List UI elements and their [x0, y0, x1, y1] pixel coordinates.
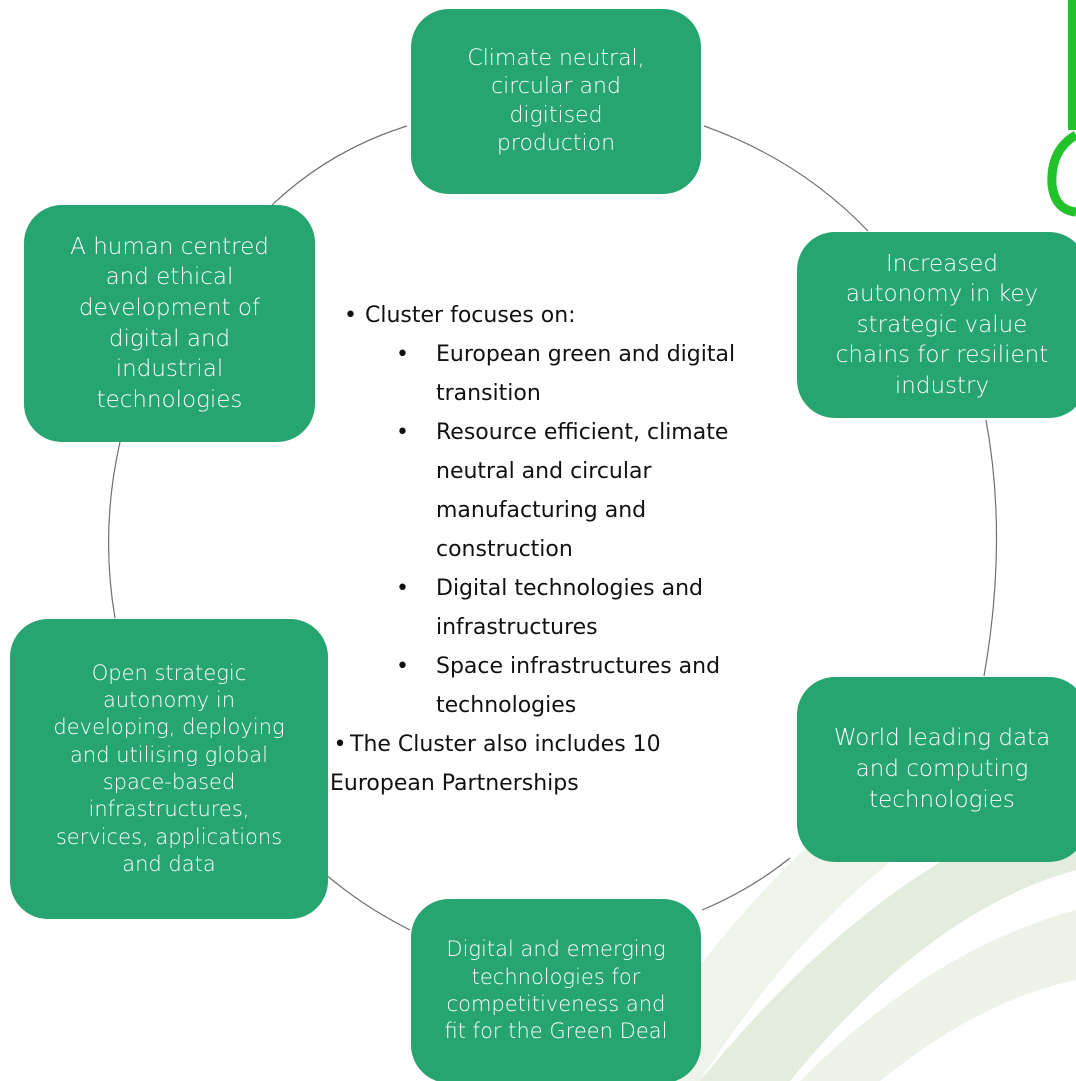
cluster-focus-text: • Cluster focuses on: • European green and… — [330, 296, 800, 803]
cycle-node-emerging-technologies-green-deal: Digital and emerging technologies for co… — [411, 899, 701, 1081]
partnerships-line: The Cluster also includes 10 — [350, 732, 661, 757]
bullet-marker: • — [396, 576, 409, 601]
bullet-marker: • — [396, 420, 409, 445]
cycle-node-human-centred-development: A human centred and ethical development … — [24, 205, 315, 442]
cycle-arc — [317, 867, 411, 931]
focus-item-line: manufacturing and — [436, 498, 647, 523]
focus-item-line: transition — [436, 381, 541, 406]
bullet-marker: • — [344, 303, 357, 328]
focus-item-line: technologies — [436, 693, 577, 718]
focus-item: • Space infrastructures and technologies — [330, 647, 800, 725]
focus-heading: • Cluster focuses on: — [330, 296, 800, 335]
focus-item-line: European green and digital — [436, 342, 736, 367]
cycle-arc — [271, 125, 408, 206]
focus-item-line: Digital technologies and — [436, 576, 703, 601]
focus-item: • Digital technologies and infrastructure… — [330, 569, 800, 647]
focus-item-line: construction — [436, 537, 573, 562]
focus-item: • European green and digital transition — [330, 335, 800, 413]
partnerships-note: •The Cluster also includes 10 European P… — [330, 725, 800, 803]
cycle-arc — [701, 857, 791, 911]
bullet-marker: • — [333, 732, 347, 757]
focus-heading-text: Cluster focuses on: — [365, 303, 576, 328]
focus-item-line: Space infrastructures and — [436, 654, 721, 679]
focus-item: • Resource efficient, climate neutral and… — [330, 413, 800, 569]
cycle-arc — [107, 441, 121, 619]
partnerships-line: European Partnerships — [330, 771, 579, 796]
cycle-node-strategic-value-chains: Increased autonomy in key strategic valu… — [797, 232, 1076, 418]
bullet-marker: • — [396, 654, 409, 679]
cycle-node-data-computing-technologies: World leading data and computing technol… — [797, 677, 1076, 862]
logo-fragment — [1068, 0, 1076, 130]
decorative-swoosh — [800, 910, 1076, 1081]
cycle-node-space-based-infrastructures: Open strategic autonomy in developing, d… — [10, 619, 328, 919]
bullet-marker: • — [396, 342, 409, 367]
focus-item-list: • European green and digital transition •… — [330, 335, 800, 725]
focus-item-line: infrastructures — [436, 615, 598, 640]
cycle-node-climate-neutral-production: Climate neutral, circular and digitised … — [411, 9, 701, 194]
cycle-arc — [983, 419, 998, 677]
cycle-arc — [703, 125, 869, 232]
logo-fragment — [1047, 131, 1076, 217]
focus-item-line: neutral and circular — [436, 459, 652, 484]
focus-item-line: Resource efficient, climate — [436, 420, 729, 445]
decorative-swoosh — [700, 800, 1076, 1081]
